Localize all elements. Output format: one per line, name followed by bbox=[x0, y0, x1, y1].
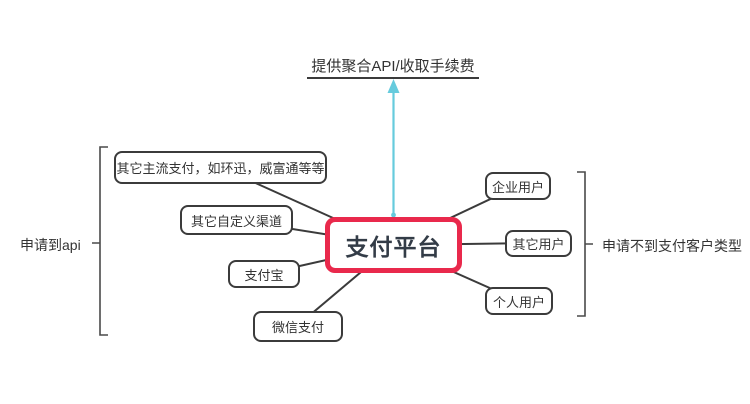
left-bracket bbox=[92, 146, 108, 336]
right-bracket bbox=[577, 171, 593, 317]
arrow-base-dot-icon bbox=[391, 212, 396, 218]
right-bracket-label: 申请不到支付客户类型 bbox=[602, 238, 742, 254]
arrow-head-icon bbox=[387, 79, 400, 93]
node-other-custom-channels[interactable]: 其它自定义渠道 bbox=[180, 205, 293, 235]
node-alipay[interactable]: 支付宝 bbox=[228, 260, 300, 288]
node-individual-users[interactable]: 个人用户 bbox=[485, 287, 553, 315]
left-bracket-label: 申请到api bbox=[20, 237, 81, 253]
node-wechat-pay[interactable]: 微信支付 bbox=[253, 311, 343, 342]
node-enterprise-users[interactable]: 企业用户 bbox=[485, 172, 551, 200]
node-other-mainstream-payments[interactable]: 其它主流支付，如环迅，威富通等等 bbox=[114, 151, 327, 184]
node-other-users[interactable]: 其它用户 bbox=[505, 230, 572, 257]
top-annotation-label: 提供聚合API/收取手续费 bbox=[311, 58, 475, 75]
center-node-payment-platform[interactable]: 支付平台 bbox=[325, 217, 462, 273]
